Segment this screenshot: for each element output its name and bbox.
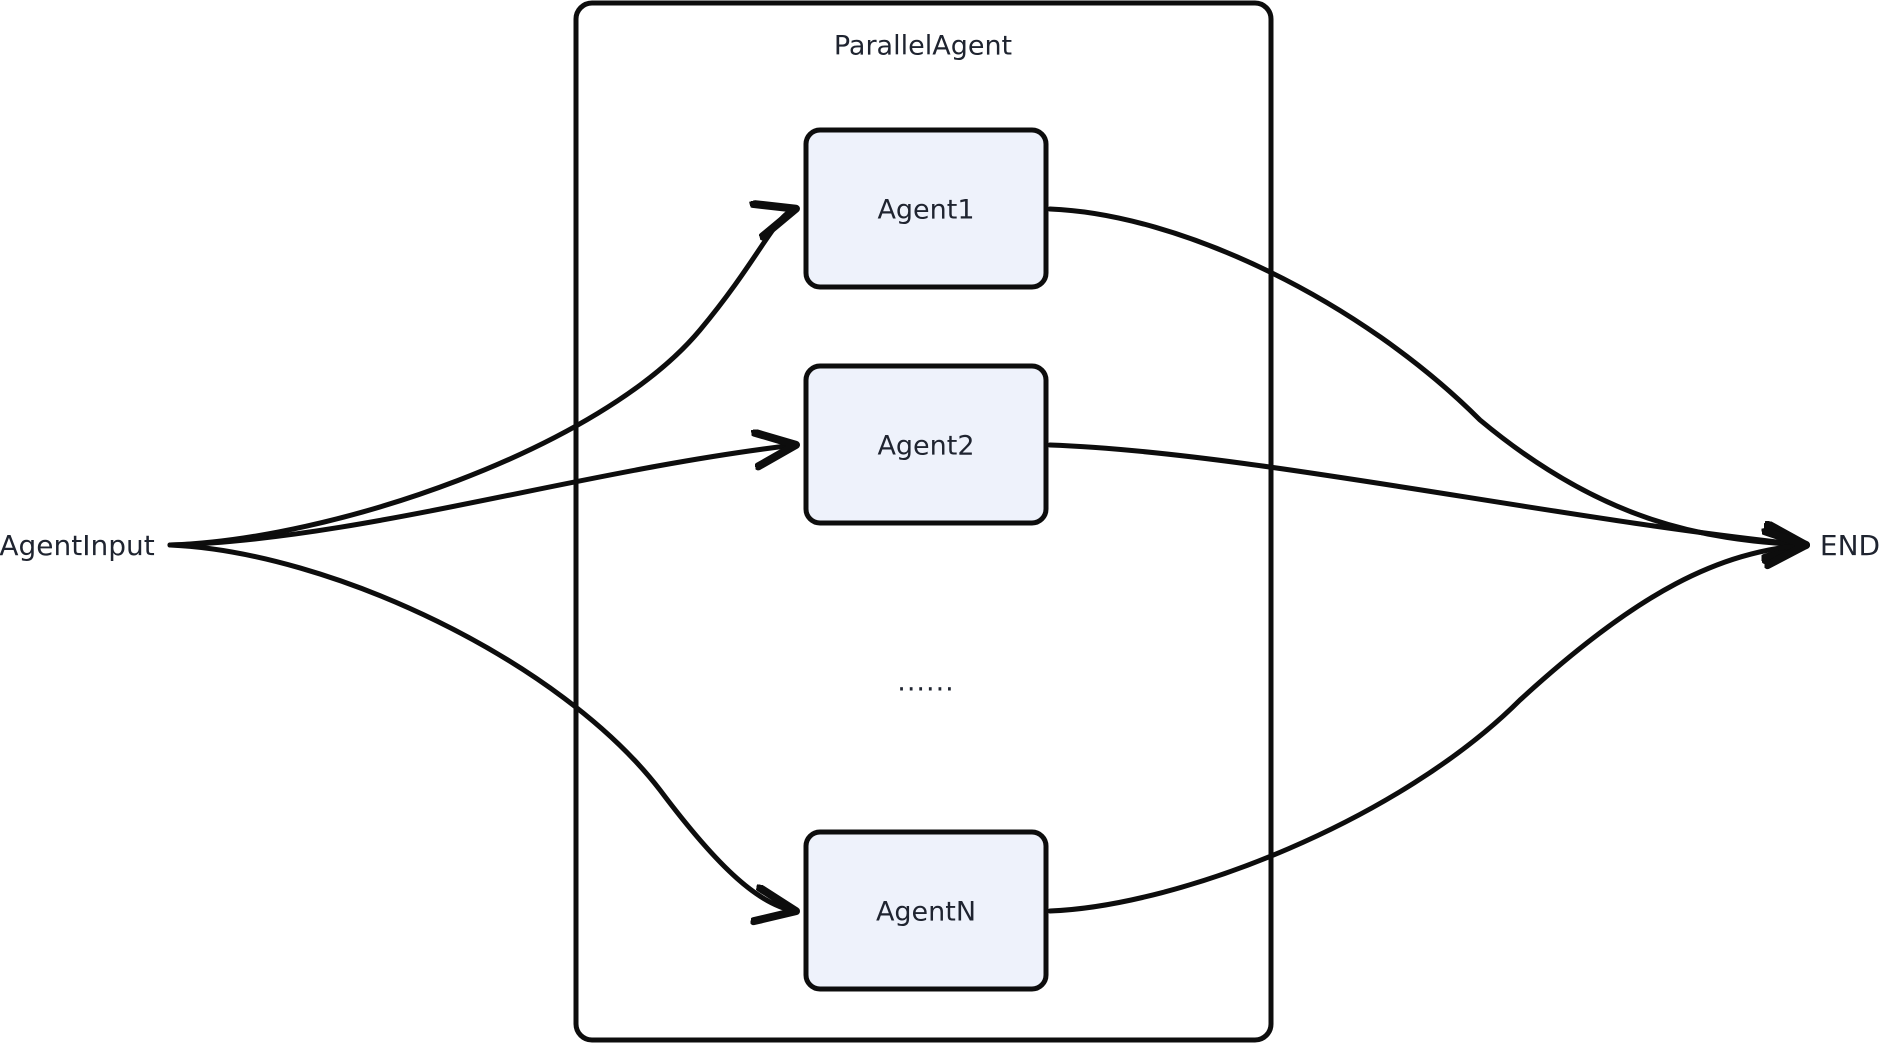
agent2-box[interactable] [803,363,1049,526]
ellipsis-label: ...... [897,667,955,698]
agent2-label: Agent2 [877,431,974,462]
node-agent1[interactable]: Agent1 [803,127,1049,290]
agentn-box[interactable] [803,829,1049,992]
parallel-agent-group-title: ParallelAgent [834,31,1012,62]
edge-input-to-agent1 [167,209,795,548]
edge-agent2-to-end [1047,442,1805,545]
edge-agentn-to-end [1047,545,1805,914]
agent1-label: Agent1 [877,195,974,226]
edge-input-to-agent2 [167,445,795,548]
agentn-label: AgentN [876,897,976,928]
end-label: END [1820,529,1880,562]
node-agent2[interactable]: Agent2 [803,363,1049,526]
agent1-box[interactable] [803,127,1049,290]
agent-input-label: AgentInput [0,529,155,562]
node-agentn[interactable]: AgentN [803,829,1049,992]
edge-input-to-agentn [167,542,795,911]
